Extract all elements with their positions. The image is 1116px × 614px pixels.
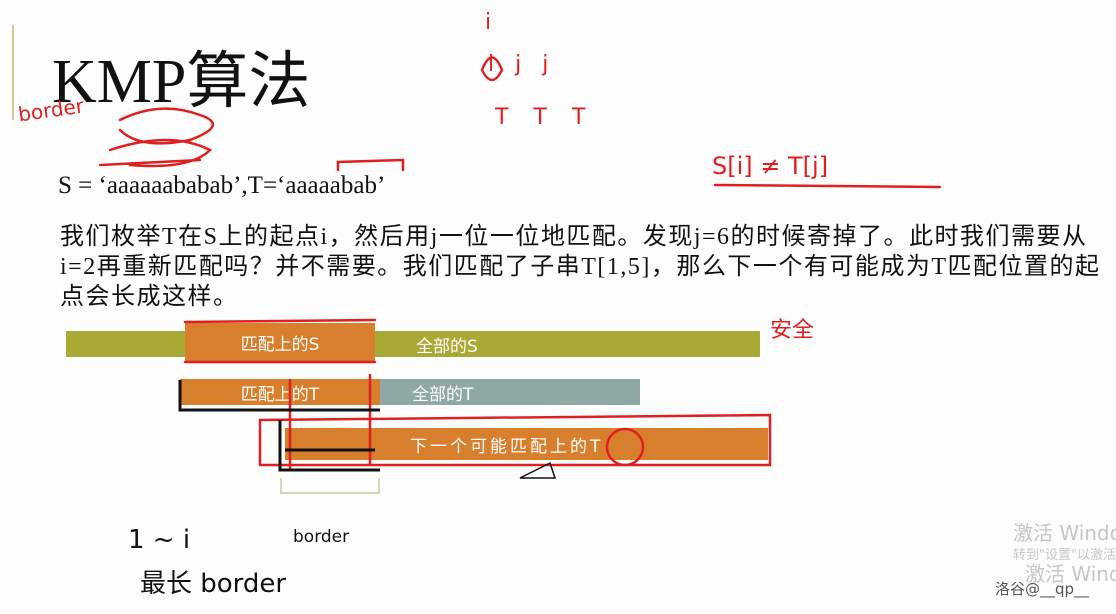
all-t-label: 全部的T: [412, 384, 474, 405]
matched-s-label: 匹配上的S: [240, 335, 320, 355]
hw-i: i: [485, 10, 492, 35]
hw-safe: 安全: [770, 318, 815, 343]
bracket-t: [336, 158, 405, 172]
author-watermark: 洛谷@__qp__: [995, 580, 1090, 598]
black-scribble: [178, 380, 380, 472]
underline-neq: [713, 183, 942, 189]
scribble-2: [480, 56, 504, 82]
scribble-1: [98, 107, 214, 168]
next-match-label: 下一个可能匹配上的T: [410, 436, 604, 457]
highlight-boxes: [183, 318, 772, 472]
border-label: border: [293, 527, 350, 547]
all-s-label: 全部的S: [416, 336, 478, 357]
matched-t-label: 匹配上的T: [240, 384, 320, 405]
explanation-paragraph: 我们枚举T在S上的起点i，然后用j一位一位地匹配。发现j=6的时候寄掉了。此时我…: [60, 224, 1101, 310]
border-bracket: [280, 478, 380, 494]
next-match-bar: 下一个可能匹配上的T: [285, 428, 768, 460]
matched-s-bar: 匹配上的S: [185, 323, 375, 362]
hw-range: 1 ~ i: [128, 525, 191, 555]
all-s-bar: 全部的S: [66, 331, 760, 357]
watermark-activate-2: 激活 Windows: [1025, 562, 1116, 586]
circle-mark: [605, 427, 645, 467]
hw-ijj: i j j: [488, 52, 549, 77]
triangle-mark: [519, 461, 557, 479]
hw-longest-border: 最长 border: [140, 569, 287, 599]
hw-ttt: T T T: [495, 105, 586, 130]
strings-definition: S = ‘aaaaaababab’,T=‘aaaaabab’: [58, 172, 386, 199]
slide-accent-line: [12, 25, 14, 120]
slide-title: KMP算法: [52, 48, 311, 116]
watermark-settings: 转到"设置"以激活: [1013, 548, 1116, 563]
watermark-activate: 激活 Windows: [1013, 521, 1116, 545]
matched-t-bar: 匹配上的T: [180, 379, 380, 405]
hw-neq: S[i] ≠ T[j]: [712, 152, 829, 180]
